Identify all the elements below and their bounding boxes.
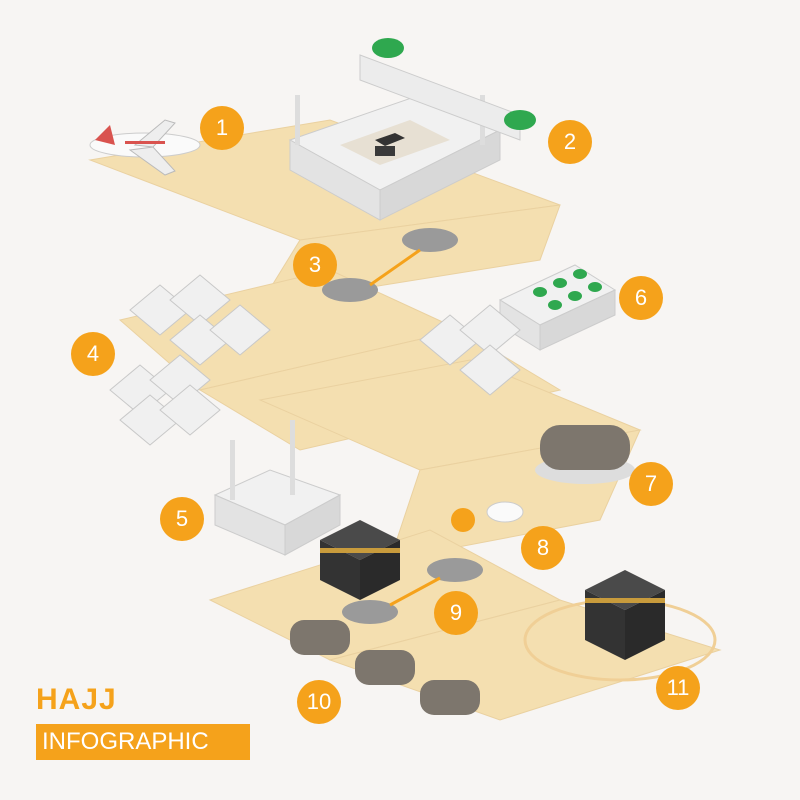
mosque-icon-5 [213,420,342,556]
tents-icon [109,274,271,446]
step-5-badge: 5 [160,497,204,541]
kaaba-tawaf-icon-11 [523,570,717,682]
step-8-badge: 8 [521,526,565,570]
step-9-badge: 9 [434,591,478,635]
sacrifice-icon-8 [451,501,524,532]
step-4-badge: 4 [71,332,115,376]
stones-icon-9 [342,558,483,624]
stones-icon [322,228,458,302]
kaaba-icon-9 [320,520,400,600]
step-11-badge: 11 [656,666,700,710]
step-10-badge: 10 [297,680,341,724]
step-2-badge: 2 [548,120,592,164]
step-1-badge: 1 [200,106,244,150]
grand-mosque-icon [288,38,536,221]
step-6-badge: 6 [619,276,663,320]
jamarat-icon-10 [290,620,480,715]
airplane-icon [89,119,201,176]
step-3-badge: 3 [293,243,337,287]
jamarat-icon-7 [535,425,635,484]
step-7-badge: 7 [629,462,673,506]
tents-mosque-icon-6 [419,264,617,396]
infographic-subtitle: INFOGRAPHIC [36,724,250,760]
infographic-title: HAJJ [36,683,117,716]
